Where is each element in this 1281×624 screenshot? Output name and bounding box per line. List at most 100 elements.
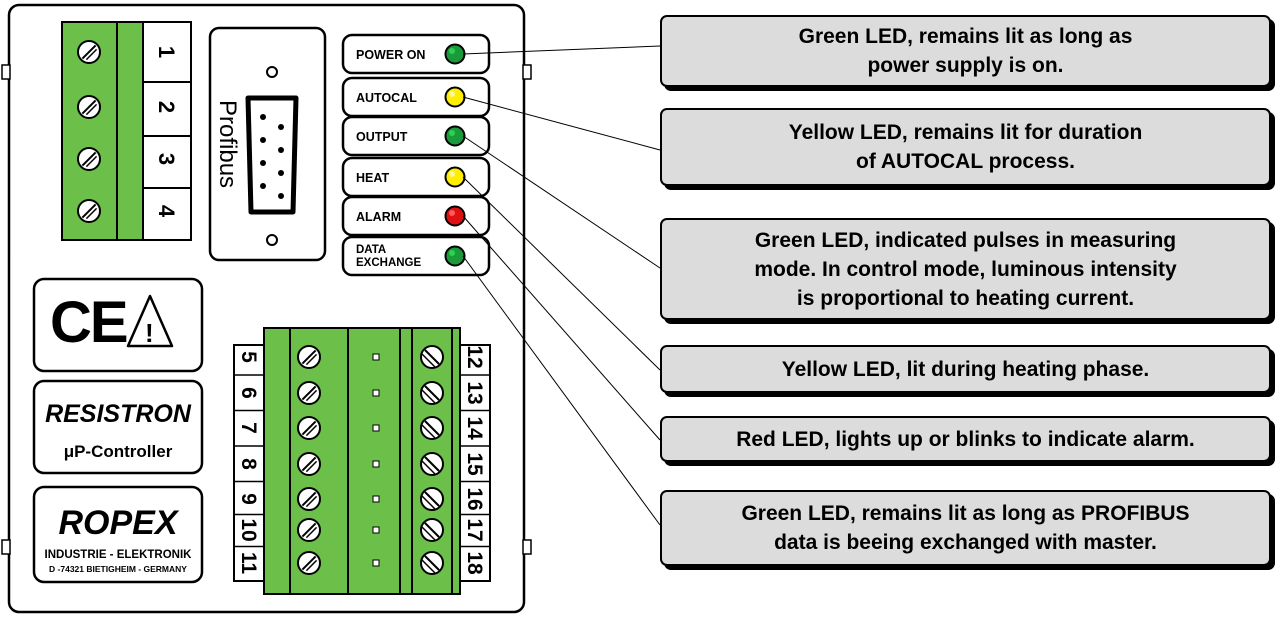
led-light-icon	[444, 86, 466, 108]
screw-icon	[77, 199, 101, 223]
test-point	[372, 389, 380, 397]
terminal-number: 13	[463, 381, 486, 404]
profibus-label: Profibus	[214, 100, 241, 188]
led-light-icon	[444, 205, 466, 227]
led-label: OUTPUT	[356, 130, 408, 144]
profibus-connector: Profibus	[208, 26, 327, 262]
connector-pin	[278, 124, 284, 130]
maker-line1: INDUSTRIE - ELEKTRONIK	[45, 549, 193, 561]
callout-text: Green LED, remains lit as long as PROFIB…	[741, 502, 1190, 554]
screw-icon	[297, 381, 321, 405]
screw-icon	[77, 95, 101, 119]
test-point	[372, 559, 380, 567]
leader-line	[462, 255, 661, 526]
leader-line	[462, 176, 661, 371]
terminal-number: 11	[237, 552, 260, 575]
led-light-icon	[444, 166, 466, 188]
ropex-box: ROPEX INDUSTRIE - ELEKTRONIK D -74321 BI…	[32, 485, 204, 584]
terminal-number: 17	[463, 518, 486, 541]
screw-icon	[297, 345, 321, 369]
test-point	[372, 495, 380, 503]
terminal-number: 18	[463, 551, 486, 575]
test-point	[372, 424, 380, 432]
terminal-number: 9	[237, 493, 260, 505]
terminal-number: 15	[463, 452, 486, 476]
led-light-icon	[444, 43, 466, 65]
terminal-number: 12	[463, 345, 486, 368]
screw-icon	[77, 147, 101, 171]
screw-icon	[297, 416, 321, 440]
led-indicator: HEAT	[341, 156, 491, 198]
terminal-number: 4	[154, 205, 179, 218]
screw-icon	[420, 518, 444, 542]
housing-tab	[1, 64, 11, 80]
screw-icon	[297, 551, 321, 575]
callout-3: Green LED, indicated pulses in measuring…	[660, 218, 1271, 320]
led-light-icon	[444, 245, 466, 267]
connector-pin	[278, 147, 284, 153]
terminal-number: 6	[237, 387, 260, 399]
led-glint	[449, 130, 455, 136]
test-point	[372, 526, 380, 534]
screw-icon	[297, 487, 321, 511]
maker-line2: D -74321 BIETIGHEIM - GERMANY	[49, 564, 187, 574]
screw-icon	[420, 551, 444, 575]
led-glint	[449, 91, 455, 97]
screw-icon	[297, 452, 321, 476]
resistron-box: RESISTRON μP-Controller	[32, 379, 204, 475]
housing-tab	[1, 539, 11, 555]
ce-mark: CE	[50, 290, 127, 355]
screw-icon	[420, 381, 444, 405]
callout-text: Green LED, indicated pulses in measuring…	[754, 228, 1177, 310]
screw-icon	[420, 416, 444, 440]
terminal-number: 10	[237, 518, 260, 541]
led-glint	[449, 48, 455, 54]
terminal-number: 5	[237, 351, 260, 363]
terminal-block-top	[61, 21, 192, 241]
terminal-number: 8	[237, 458, 260, 470]
terminal-number: 1	[154, 46, 179, 58]
led-label: POWER ON	[356, 48, 425, 62]
connector-pin	[260, 114, 266, 120]
callout-1: Green LED, remains lit as long as power …	[660, 15, 1271, 87]
led-label: ALARM	[356, 210, 401, 224]
connector-pin	[260, 183, 266, 189]
housing-tab	[522, 539, 532, 555]
screw-icon	[420, 452, 444, 476]
terminal-number: 3	[154, 153, 179, 165]
leader-line	[462, 96, 661, 151]
led-glint	[449, 210, 455, 216]
leader-line	[462, 215, 661, 441]
screw-icon	[77, 40, 101, 64]
maker-logo: ROPEX	[58, 504, 179, 542]
warning-triangle-icon	[126, 294, 174, 348]
callout-5: Red LED, lights up or blinks to indicate…	[660, 416, 1271, 462]
callout-4: Yellow LED, lit during heating phase.	[660, 345, 1271, 393]
test-point	[372, 460, 380, 468]
product-subtitle: μP-Controller	[64, 442, 173, 461]
warning-exclamation: !	[145, 318, 154, 348]
led-indicator: POWER ON	[341, 33, 491, 75]
screw-icon	[297, 518, 321, 542]
led-glint	[449, 171, 455, 177]
led-indicator: OUTPUT	[341, 115, 491, 157]
terminal-number: 7	[237, 422, 260, 434]
terminal-number: 16	[463, 487, 486, 510]
led-indicator: AUTOCAL	[341, 76, 491, 118]
led-label: AUTOCAL	[356, 91, 417, 105]
test-point	[372, 353, 380, 361]
led-indicator: ALARM	[341, 195, 491, 237]
screw-icon	[420, 345, 444, 369]
callout-2: Yellow LED, remains lit for duration of …	[660, 108, 1271, 186]
terminal-block-bottom	[233, 327, 491, 595]
leader-line	[462, 45, 661, 55]
connector-pin	[260, 137, 266, 143]
screw-icon	[420, 487, 444, 511]
callout-6: Green LED, remains lit as long as PROFIB…	[660, 490, 1271, 566]
ce-mark-box: CE !	[32, 277, 204, 373]
led-glint	[449, 250, 455, 256]
